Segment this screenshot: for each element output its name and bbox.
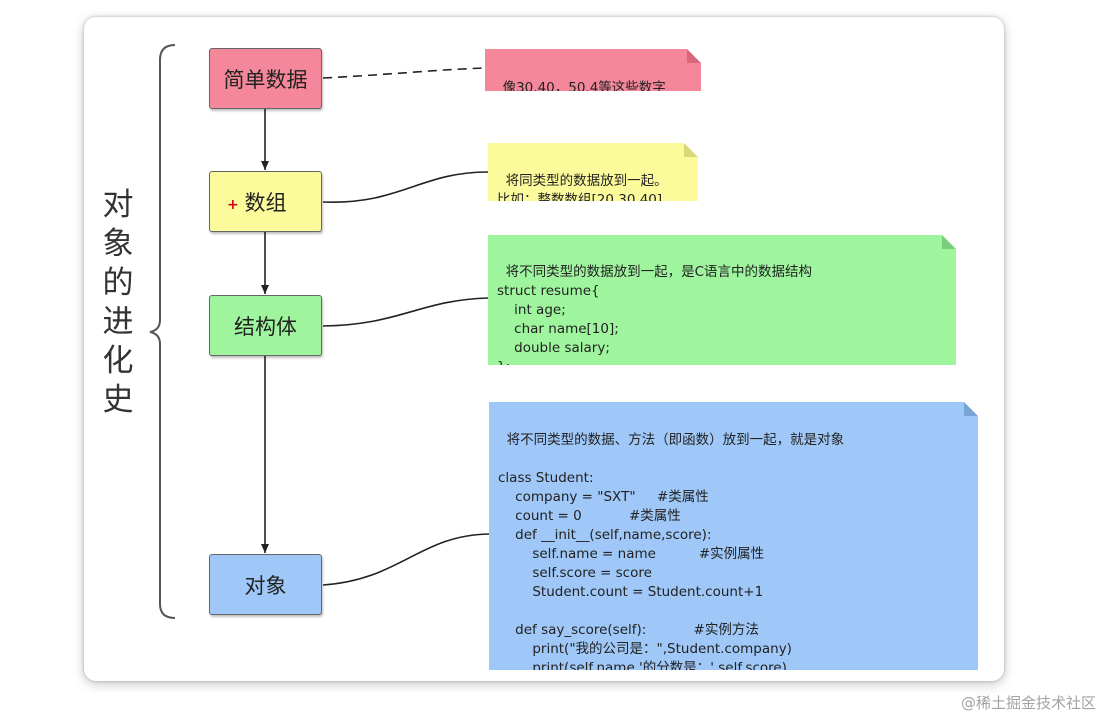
note-array: 将同类型的数据放到一起。 比如：整数数组[20,30,40]	[488, 143, 698, 201]
node-object: 对象	[209, 554, 322, 615]
connector-simple-note	[322, 67, 486, 79]
connector-struct-note	[322, 297, 489, 327]
connector-array-note	[322, 171, 489, 203]
node-object-label: 对象	[244, 573, 287, 598]
node-array: + 数组	[209, 171, 322, 232]
node-simple-data-label: 简单数据	[223, 67, 308, 92]
node-struct-label: 结构体	[234, 314, 297, 339]
note-struct: 将不同类型的数据放到一起，是C语言中的数据结构 struct resume{ i…	[488, 235, 956, 365]
node-struct: 结构体	[209, 295, 322, 356]
note-object-text: 将不同类型的数据、方法（即函数）放到一起，就是对象 class Student:…	[498, 432, 845, 676]
connector-object-note	[322, 533, 490, 586]
watermark: @稀土掘金技术社区	[960, 694, 1096, 712]
vertical-title: 对 象 的 进 化 史	[102, 187, 134, 418]
curly-brace	[149, 44, 176, 619]
plus-marker: +	[227, 197, 239, 213]
node-simple-data: 简单数据	[209, 48, 322, 109]
note-simple-data: 像30,40，50.4等这些数字	[485, 49, 701, 91]
node-array-label: 数组	[244, 190, 287, 215]
note-object: 将不同类型的数据、方法（即函数）放到一起，就是对象 class Student:…	[489, 402, 978, 670]
note-struct-text: 将不同类型的数据放到一起，是C语言中的数据结构 struct resume{ i…	[497, 264, 813, 356]
